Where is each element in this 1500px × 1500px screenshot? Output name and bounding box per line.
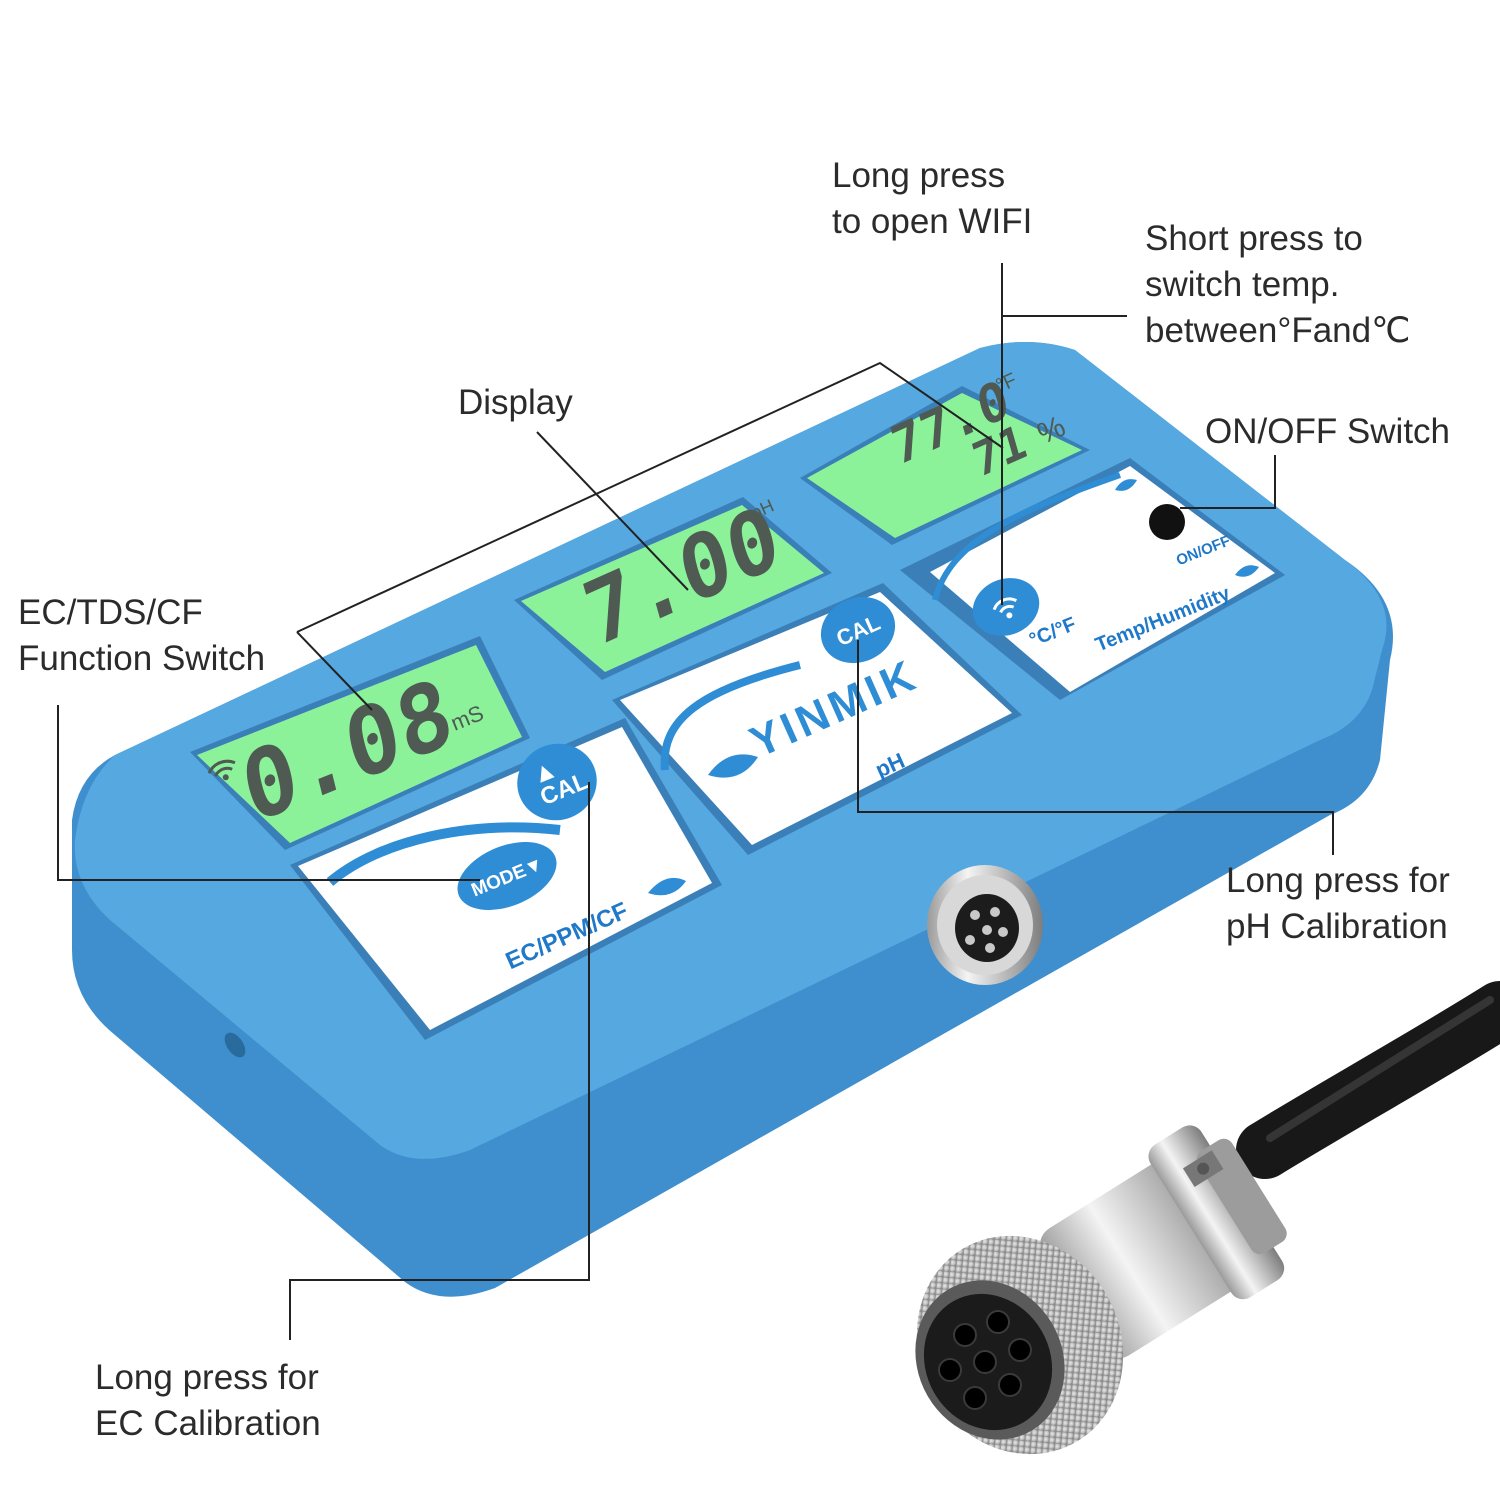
wifi-unit-button[interactable] — [964, 568, 1048, 645]
ec-cal-leader — [289, 782, 590, 1340]
cable-plug — [915, 1125, 1287, 1455]
wifi-icon — [992, 597, 1018, 611]
ph-cal-leader — [857, 640, 1334, 855]
ec-panel: MODE▼ ▲ CAL EC/PPM/CF — [290, 718, 722, 1040]
probe-cable — [1236, 981, 1500, 1179]
wifi-status-icon — [207, 759, 236, 781]
display-leader-ph — [536, 431, 689, 591]
probe-connector — [927, 865, 1043, 985]
brand-leaf-icon — [708, 754, 758, 778]
display-callout: Display — [458, 383, 573, 422]
power-button[interactable] — [1149, 504, 1185, 540]
leaf-icon-small-2 — [1235, 565, 1259, 577]
display-leader-bracket — [296, 361, 1004, 633]
ec-cal-callout: Long press for EC Calibration — [95, 1358, 321, 1443]
ec-cal-button[interactable]: ▲ CAL — [506, 732, 609, 832]
power-callout: ON/OFF Switch — [1205, 412, 1451, 451]
temp-switch-callout: Short press to switch temp. between°Fand… — [1145, 219, 1411, 350]
mode-button[interactable]: MODE▼ — [448, 829, 567, 924]
ph-panel: CAL YINMIK pH — [612, 583, 1022, 855]
function-switch-callout: EC/TDS/CF Function Switch — [18, 593, 266, 678]
wifi-callout: Long press to open WIFI — [832, 156, 1033, 241]
function-switch-leader — [57, 705, 480, 881]
leaf-icon-small — [1115, 479, 1137, 491]
callout-lines — [57, 263, 1334, 1340]
display-leader-ec — [296, 631, 373, 711]
power-leader — [1180, 455, 1276, 509]
leaf-icon — [648, 877, 686, 896]
ph-cal-callout: Long press for pH Calibration — [1226, 861, 1450, 946]
